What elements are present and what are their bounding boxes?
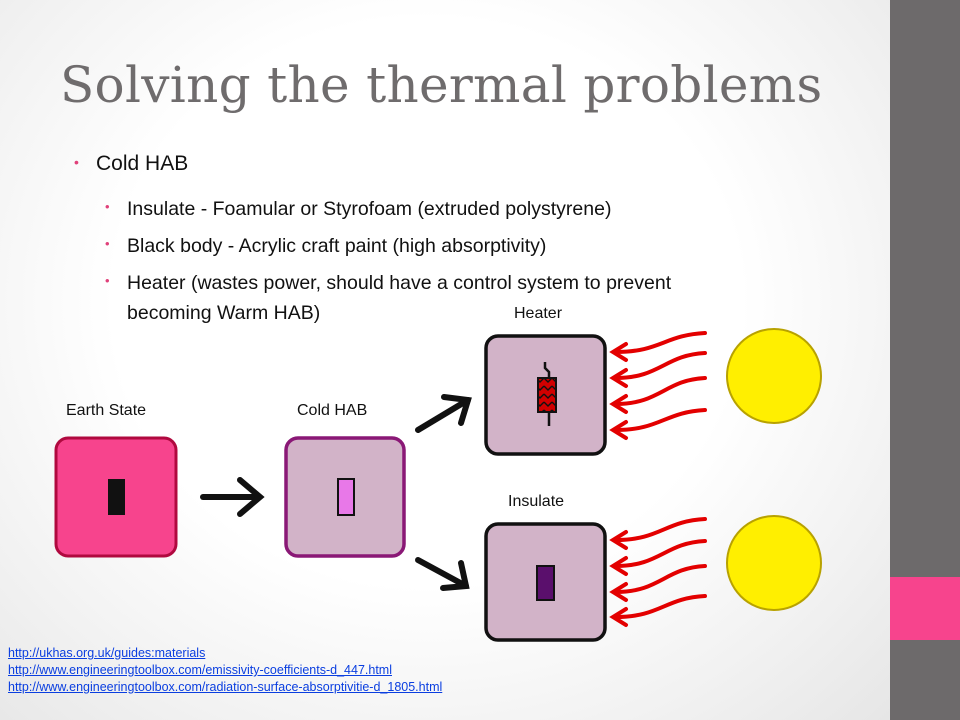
- bullet-sub-text: Heater (wastes power, should have a cont…: [127, 272, 672, 294]
- sun-bottom-icon: [726, 515, 822, 611]
- bullet-dot: •: [105, 236, 110, 251]
- heat-rays-top: [609, 331, 707, 440]
- link-ukhas-materials[interactable]: http://ukhas.org.uk/guides:materials: [8, 646, 206, 660]
- reference-links: http://ukhas.org.uk/guides:materials htt…: [8, 645, 442, 696]
- bullet-sub-heater: • Heater (wastes power, should have a co…: [105, 272, 672, 295]
- sidebar-accent: [890, 577, 960, 640]
- insulate-battery: [536, 565, 555, 601]
- bullet-main: • Cold HAB: [74, 152, 189, 176]
- label-earth-state: Earth State: [66, 402, 147, 419]
- bullet-sub-black-body: • Black body - Acrylic craft paint (high…: [105, 235, 547, 258]
- arrow-up-right-icon: [415, 394, 472, 433]
- bullet-sub-text: Insulate - Foamular or Styrofoam (extrud…: [127, 198, 612, 220]
- heat-rays-bottom: [609, 517, 707, 627]
- label-heater: Heater: [514, 305, 563, 322]
- bullet-dot: •: [74, 154, 79, 170]
- label-insulate: Insulate: [508, 493, 565, 510]
- bullet-sub-heater-cont: becoming Warm HAB): [127, 302, 320, 325]
- label-cold-hab: Cold HAB: [297, 402, 368, 419]
- heater-resistor-icon: [537, 362, 557, 426]
- bullet-sub-text: Black body - Acrylic craft paint (high a…: [127, 235, 547, 257]
- arrow-right-icon: [200, 477, 265, 517]
- bullet-dot: •: [105, 199, 110, 214]
- bullet-sub-text: becoming Warm HAB): [127, 302, 321, 324]
- arrow-down-right-icon: [415, 557, 470, 591]
- bullet-dot: •: [105, 273, 110, 288]
- link-radiation-absorptivity[interactable]: http://www.engineeringtoolbox.com/radiat…: [8, 680, 443, 694]
- sun-top-icon: [726, 328, 822, 424]
- link-emissivity-coefficients[interactable]: http://www.engineeringtoolbox.com/emissi…: [8, 663, 392, 677]
- cold-hab-battery: [337, 478, 355, 516]
- bullet-sub-insulate: • Insulate - Foamular or Styrofoam (extr…: [105, 198, 612, 221]
- slide-title: Solving the thermal problems: [60, 56, 823, 114]
- bullet-main-text: Cold HAB: [96, 152, 189, 175]
- earth-state-battery: [108, 479, 125, 515]
